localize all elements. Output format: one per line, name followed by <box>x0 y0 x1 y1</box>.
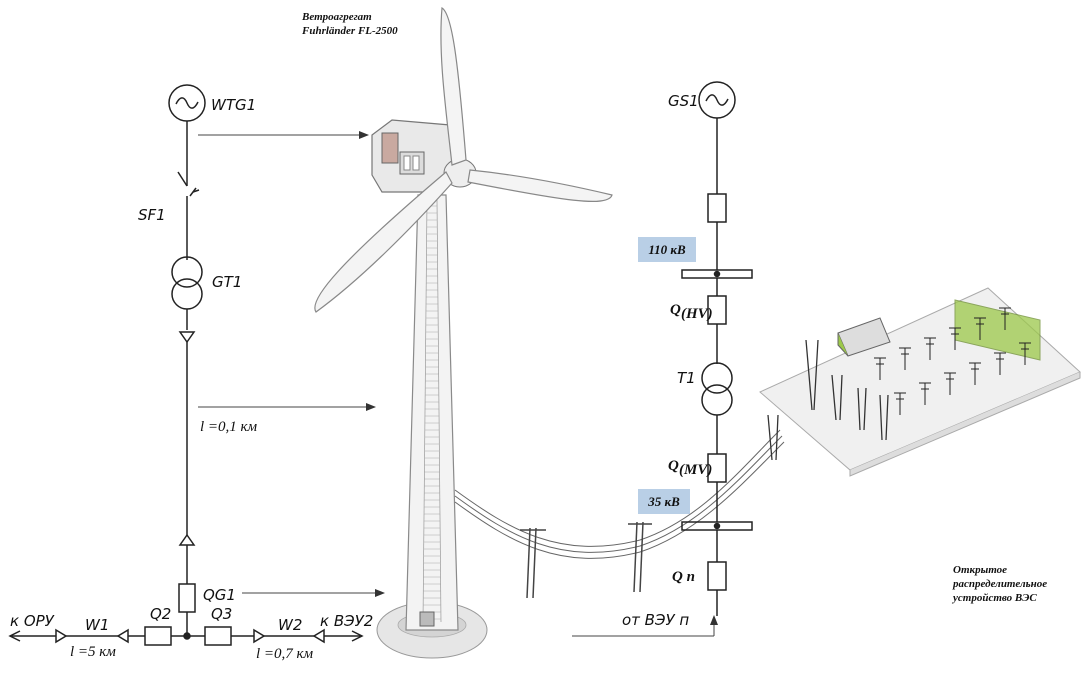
cable-end-top <box>178 331 196 344</box>
turbine-title: Ветроагрегат Fuhrländer FL-2500 <box>302 10 398 38</box>
scheme-labels: WTG1 SF1 GT1 l =0,1 км QG1 Q2 Q3 W1 W2 l… <box>10 92 713 662</box>
label-q-feeder: Q п <box>672 569 695 585</box>
cable-end-bottom <box>178 533 196 546</box>
label-w2: W2 <box>278 616 302 634</box>
substation-caption-line2: распределительное <box>953 578 1048 590</box>
label-qg1: QG1 <box>203 586 236 604</box>
turbine-title-line1: Ветроагрегат <box>302 11 372 23</box>
badge-35kv: 35 кВ <box>638 489 690 514</box>
label-to-ory: к ОРУ <box>10 612 55 630</box>
breaker-sf1-symbol <box>177 171 200 260</box>
label-q-mv-sub: (MV) <box>679 462 712 478</box>
label-q2: Q2 <box>150 605 171 623</box>
label-from-feeder: от ВЭУ п <box>622 611 689 629</box>
turbine-blade-left <box>314 171 453 313</box>
connector-arrows <box>198 131 718 637</box>
switch-q-feeder-symbol <box>707 561 727 591</box>
label-q-hv-sub: (HV) <box>681 306 713 322</box>
label-q3: Q3 <box>211 605 232 623</box>
label-gt1: GT1 <box>212 273 242 291</box>
pole-2 <box>628 521 652 593</box>
right-scheme <box>681 81 753 616</box>
label-w1-length: l =5 км <box>70 644 116 660</box>
switch-q2-symbol <box>144 626 172 646</box>
turbine-title-line2: Fuhrländer FL-2500 <box>302 25 398 37</box>
label-to-veu2: к ВЭУ2 <box>320 612 373 630</box>
wind-turbine-illustration <box>314 6 613 659</box>
overhead-line <box>454 429 785 559</box>
switch-qg1-symbol <box>178 583 196 613</box>
label-q-hv: Q <box>670 302 681 318</box>
switch-q3-symbol <box>204 626 232 646</box>
turbine-blade-top <box>440 6 467 166</box>
switch-hv-upper-symbol <box>707 193 727 223</box>
label-w2-length: l =0,7 км <box>256 646 314 662</box>
label-cable-length: l =0,1 км <box>200 419 258 435</box>
label-w1: W1 <box>85 616 109 634</box>
substation-caption: Открытое распределительное устройство ВЭ… <box>953 563 1047 605</box>
turbine-tower <box>405 194 459 631</box>
left-scheme <box>8 84 364 646</box>
label-q-mv: Q <box>668 458 679 474</box>
label-t1: T1 <box>677 369 696 387</box>
turbine-blade-right <box>467 169 613 202</box>
substation-caption-line1: Открытое <box>953 564 1008 576</box>
transformer-gt1-symbol <box>171 256 203 288</box>
label-sf1: SF1 <box>138 206 166 224</box>
substation-caption-line3: устройство ВЭС <box>953 592 1037 604</box>
transformer-t1-symbol <box>701 362 733 394</box>
pole-1 <box>520 527 546 599</box>
badge-110kv: 110 кВ <box>638 237 696 262</box>
substation-illustration <box>759 287 1081 477</box>
label-wtg1: WTG1 <box>211 96 256 114</box>
label-gs1: GS1 <box>668 92 699 110</box>
